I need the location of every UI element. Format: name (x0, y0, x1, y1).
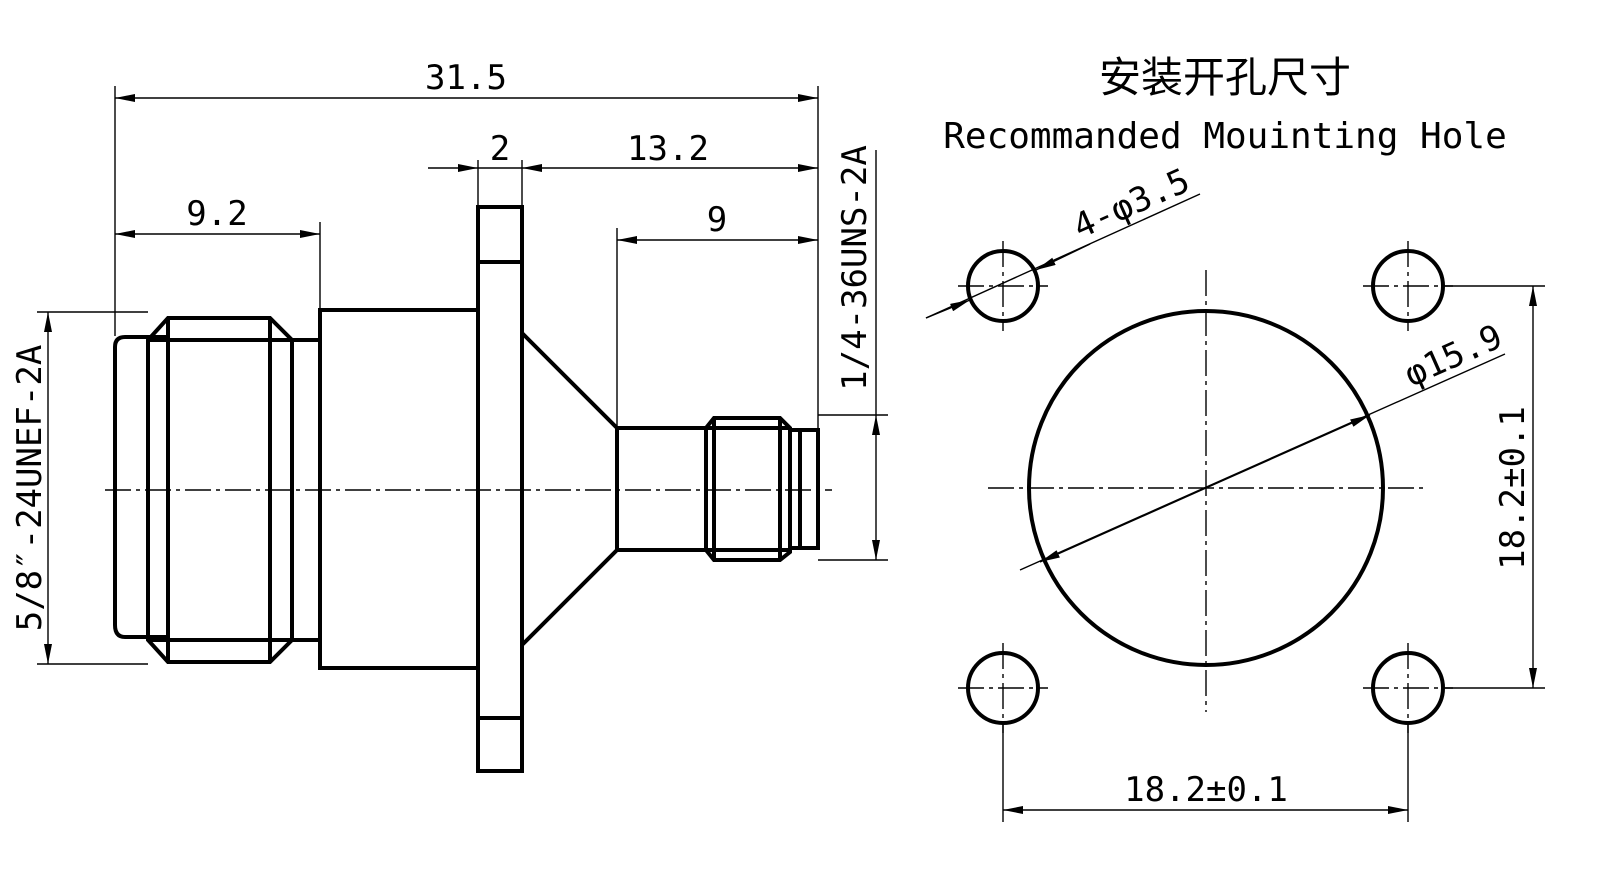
mounting-hole-top-right (1363, 241, 1453, 331)
mounting-hole-top-left (958, 241, 1048, 331)
extension-lines-vertical (1443, 285, 1545, 689)
extension-lines-horizontal (1002, 723, 1409, 822)
dim-line-holes-leader (925, 193, 1201, 319)
flange (476, 205, 524, 773)
extension-lines (37, 86, 888, 665)
center-bore (1027, 309, 1385, 667)
dim-flange-to-end: 13.2 (627, 129, 709, 169)
title-chinese: 安装开孔尺寸 (1099, 53, 1351, 102)
dim-flange-thickness: 2 (490, 129, 510, 169)
nut-neck (292, 338, 320, 642)
title-english: Recommanded Mouinting Hole (943, 116, 1507, 157)
mounting-hole-bottom-right (1363, 643, 1453, 733)
dim-rear-section: 9 (707, 200, 727, 240)
rear-tip (790, 428, 820, 550)
rear-barrel (617, 426, 706, 552)
mounting-hole-view: 安装开孔尺寸 Recommanded Mouinting Hole (925, 53, 1545, 822)
dim-overall-length: 31.5 (425, 58, 507, 98)
mounting-hole-bottom-left (958, 643, 1048, 733)
thread-left-label: 5/8″-24UNEF-2A (10, 345, 50, 632)
dim-left-section: 9.2 (186, 194, 247, 234)
dim-vertical-spacing-label: 18.2±0.1 (1493, 406, 1533, 570)
dim-center-bore-label: φ15.9 (1399, 317, 1509, 395)
nut-front-lip (113, 335, 168, 639)
dim-line-bore-arrow-a (1205, 414, 1371, 489)
dim-holes-label: 4-φ3.5 (1067, 161, 1195, 248)
dim-line-center-bore (1019, 353, 1506, 571)
taper-cone (520, 331, 619, 647)
dim-line-holes-arrow-in (1035, 243, 1091, 271)
main-body (318, 308, 480, 670)
dim-horizontal-spacing-label: 18.2±0.1 (1124, 770, 1288, 810)
dim-line-bore-arrow-b (1039, 487, 1207, 563)
dim-line-holes-arrow-out (925, 299, 971, 319)
connector-side-view: 31.5 2 13.2 9.2 9 5/8″-24UNEF-2A 1/4-36U… (10, 58, 888, 773)
thread-right-label: 1/4-36UNS-2A (835, 145, 875, 391)
rear-thread-body (704, 416, 792, 562)
